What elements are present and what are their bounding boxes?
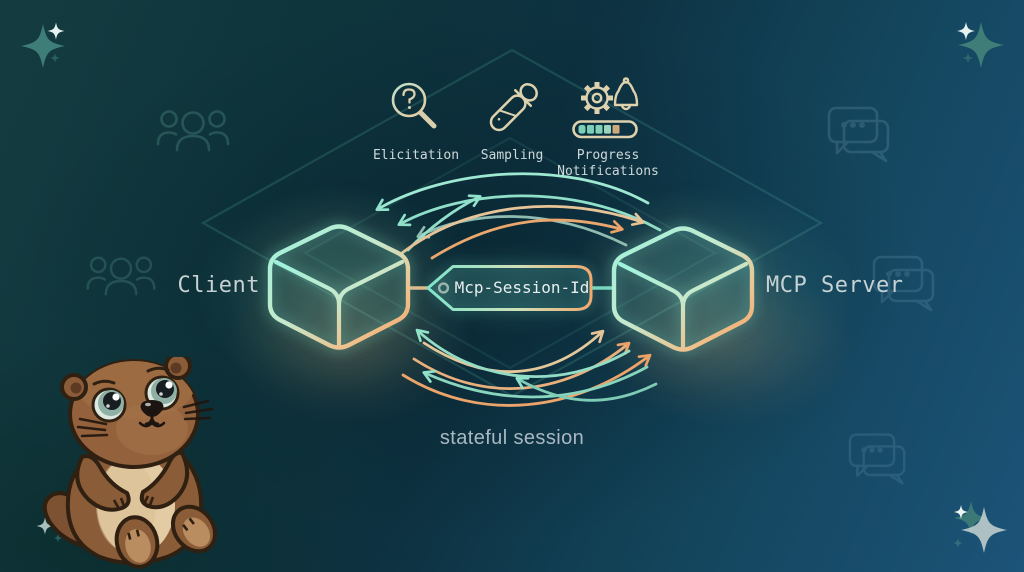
magnifier-question-icon [391,82,437,129]
tag-hole-icon [437,282,450,294]
server-cube [614,229,752,350]
session-tag [426,265,593,311]
otter-arms [75,450,190,512]
otter-feet [114,504,218,569]
feature-label-progress-notifications: Progress Notifications [557,148,659,179]
progress-bar-icon [572,120,638,139]
bell-icon [613,77,639,111]
chat-bubbles-icon [848,433,906,485]
client-cube [270,227,408,348]
session-tag-label: Mcp-Session-Id [454,278,590,297]
otter-whiskers [76,399,214,438]
arrow-server-to-client [397,194,662,232]
gear-icon [581,82,613,114]
session-arrows-bottom [401,328,658,407]
otter-mouth [138,415,166,428]
arrow-client-to-server [401,353,652,407]
server-label: MCP Server [766,273,904,298]
arrow-server-to-client [422,365,649,399]
chat-bubbles-icon [872,255,935,312]
client-label: Client [177,273,260,298]
feature-label-sampling: Sampling [480,148,544,163]
gear-bell-progress-icon [572,77,639,139]
dropper-icon [489,83,538,132]
arrow-client-to-server [400,205,645,255]
otter-head [60,357,214,469]
chat-bubbles-icon [827,106,890,163]
otter-ears [60,357,192,401]
feature-label-elicitation: Elicitation [372,148,460,163]
arrow-server-to-client [415,328,631,378]
otter-mascot [42,357,218,569]
otter-eyebrows [92,366,170,386]
session-arrows-top [375,172,662,260]
arrow-client-to-server [430,218,624,260]
arrow-server-to-client [416,215,628,247]
arrow-server-to-client [375,172,650,212]
otter-nose [140,400,164,417]
arrow-server-to-client [515,376,658,402]
arrow-client-to-server [422,329,605,373]
stateful-session-caption: stateful session [439,427,585,449]
